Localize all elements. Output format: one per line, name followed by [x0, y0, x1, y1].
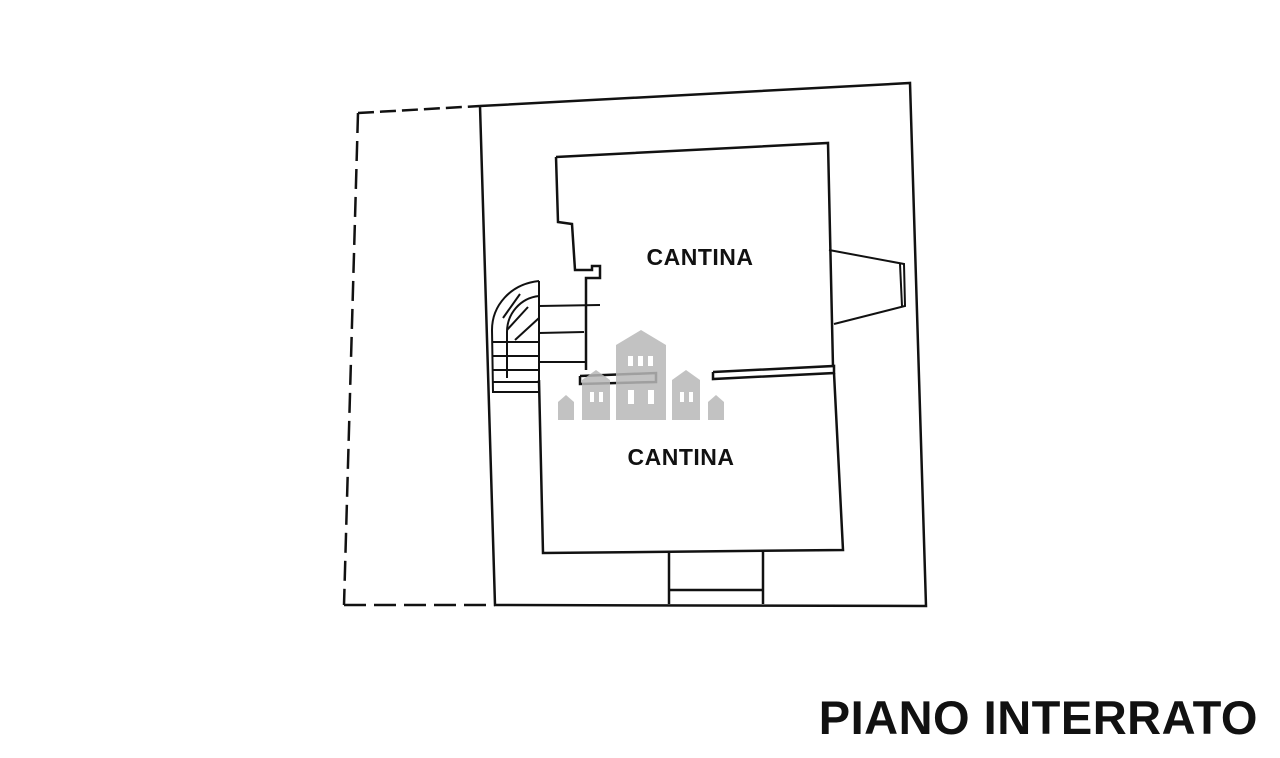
building-outer-wall	[478, 81, 928, 608]
room-label-cantina-upper: CANTINA	[647, 244, 754, 270]
floor-title: PIANO INTERRATO	[818, 691, 1258, 744]
cellar-rooms	[537, 141, 845, 604]
room-label-cantina-lower: CANTINA	[628, 444, 735, 470]
spiral-staircase	[490, 280, 601, 393]
window-well	[828, 249, 907, 325]
property-boundary	[342, 104, 495, 607]
houses-logo-icon	[558, 330, 724, 420]
